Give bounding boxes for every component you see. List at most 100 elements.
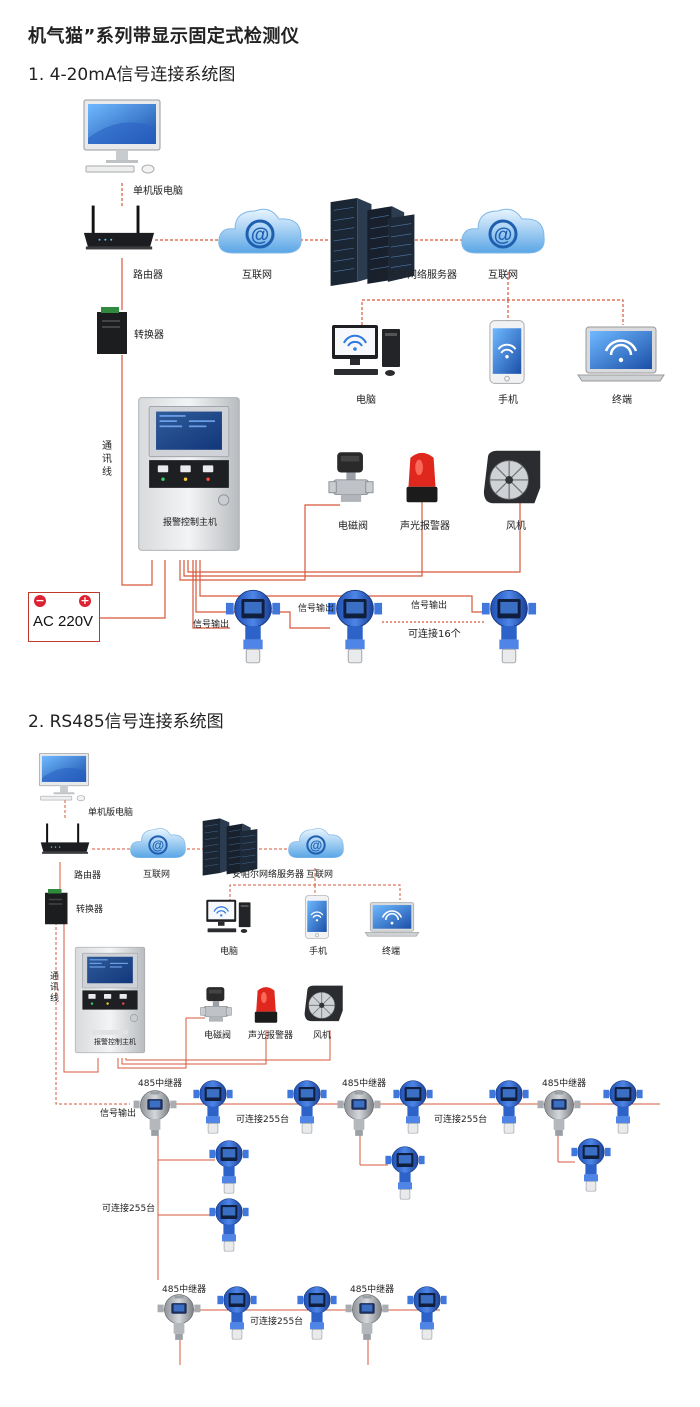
s2-valve-label: 电磁阀 [204,1031,232,1041]
s1-pc-label: 单机版电脑 [133,186,183,197]
s2-connect-255-3-label: 可连接255台 [102,1204,156,1214]
s1-computer-label: 电脑 [356,395,376,406]
s2-detector-icon [489,1080,529,1134]
s2-server-label: 安帕尔网络服务器 [232,870,305,880]
s2-repeater-2-icon [337,1090,381,1137]
s1-client-bus [361,299,624,330]
s2-computer-icon [205,899,252,934]
s2-detector-icon [393,1080,433,1134]
s2-repeater-1-label: 485中继器 [138,1079,183,1089]
s1-detector1-line [192,560,230,629]
s2-cloud-left-icon [129,827,187,859]
s2-repeater-4-icon [157,1294,201,1341]
s1-fan-line [187,500,521,573]
s2-comm-line-label: 通讯线 [50,972,60,1004]
s2-signal-out-label: 信号输出 [100,1109,137,1119]
s1-alarm-icon [406,452,438,503]
s2-fan-label: 风机 [313,1031,332,1041]
s1-valve-icon [328,451,374,503]
s2-detector-icon [287,1080,327,1134]
s2-bus-dashed [55,922,130,1105]
s2-repeater-5-icon [345,1294,389,1341]
s1-signal-out-2-label: 信号输出 [298,604,335,614]
s1-detector-2-icon [327,589,383,664]
s1-converter-label: 转换器 [134,330,164,341]
s1-valve-label: 电磁阀 [338,521,368,532]
s2-comm-line [63,922,99,1073]
s2-connect-255-1-label: 可连接255台 [236,1115,290,1125]
s2-fan-icon [304,985,344,1022]
s2-connect-255-2-label: 可连接255台 [434,1115,488,1125]
s2-controller-plate: 报警控制主机 [94,1038,136,1046]
s1-detector2-line [195,560,330,629]
s1-computer-icon [330,323,402,378]
section2-heading: 2. RS485信号连接系统图 [28,712,224,732]
s2-internet-left-label: 互联网 [143,870,171,880]
page-title: 机气猫”系列带显示固定式检测仪 [28,26,300,47]
s1-internet-left-label: 互联网 [242,270,272,281]
s1-fan-icon [483,450,541,504]
s2-pc-icon [38,752,90,802]
s1-terminal-label: 终端 [612,395,632,406]
s1-controller-plate: 报警控制主机 [163,518,218,528]
s2-detector-icon [193,1080,233,1134]
section1-heading: 1. 4-20mA信号连接系统图 [28,65,236,85]
plus-icon: + [79,594,91,607]
power-supply-box: − + AC 220V [28,592,100,642]
s1-signal-out-1-label: 信号输出 [193,620,230,630]
s1-valve-line [179,504,340,581]
s2-repeater-5-label: 485中继器 [350,1285,395,1295]
s1-detector3-line [199,560,484,613]
s1-wires [98,183,624,629]
s2-detector-icon [209,1140,249,1194]
s1-internet-right-label: 互联网 [488,270,518,281]
power-label: AC 220V [33,613,94,630]
s1-router-label: 路由器 [133,270,163,281]
s1-power-line [98,560,166,619]
s2-computer-label: 电脑 [220,947,239,957]
s1-converter-icon [97,307,127,354]
s2-valve-icon [200,986,232,1022]
s2-connect-255-4-label: 可连接255台 [250,1317,304,1327]
s2-cloud-right-icon [287,827,345,859]
s2-repeater-4-label: 485中继器 [162,1285,207,1295]
s2-detector-icon [571,1138,611,1192]
s1-phone-label: 手机 [498,395,518,406]
s2-repeater-2-label: 485中继器 [342,1079,387,1089]
s1-cloud-right-icon [460,207,546,255]
s1-comm-line-label: 通讯线 [102,441,112,478]
s1-pc-icon [83,99,161,174]
s1-connect-16-label: 可连接16个 [408,629,461,640]
s1-detector-3-icon [481,589,537,664]
s2-repeater-3-label: 485中继器 [542,1079,587,1089]
s2-alarm-label: 声光报警器 [248,1031,294,1041]
minus-icon: − [34,594,46,607]
s2-detector-icon [603,1080,643,1134]
s2-terminal-label: 终端 [382,947,401,957]
s2-pc-label: 单机版电脑 [88,808,134,818]
s1-alarm-line [183,500,423,577]
s2-phone-icon [304,894,330,940]
s2-detector-icon [407,1286,447,1340]
s1-fan-label: 风机 [506,521,526,532]
s2-repeater-1-icon [133,1090,177,1137]
s1-alarm-label: 声光报警器 [400,521,450,532]
s2-detector-icon [297,1286,337,1340]
s1-laptop-icon [576,325,666,383]
s2-router-label: 路由器 [74,871,102,881]
s1-detector-1-icon [225,589,281,664]
s2-detector-icon [385,1146,425,1200]
s1-server-label: 安帕尔网络服务器 [377,270,457,281]
s2-converter-label: 转换器 [76,905,104,915]
s2-detector-icon [217,1286,257,1340]
s2-alarm-icon [254,987,278,1023]
s1-signal-out-3-label: 信号输出 [411,601,448,611]
s2-phone-label: 手机 [309,947,328,957]
s2-detector-icon [209,1198,249,1252]
s1-phone-icon [488,319,526,385]
s2-laptop-icon [364,901,420,938]
s1-router-icon [83,205,155,250]
s1-comm-line [121,355,153,586]
s2-router-icon [40,823,90,854]
